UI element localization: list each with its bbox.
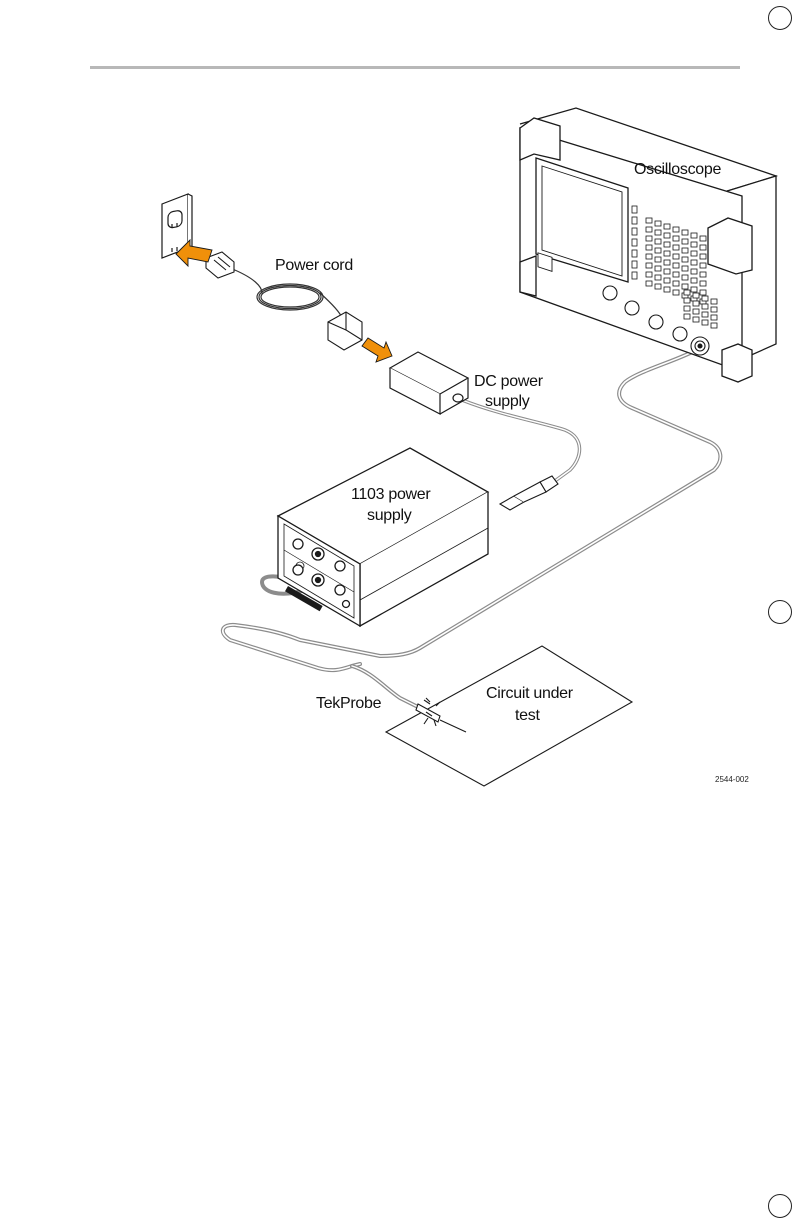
panel-button bbox=[684, 306, 690, 311]
dc-connector-plug bbox=[500, 476, 558, 510]
panel-button bbox=[632, 206, 637, 213]
panel-button bbox=[691, 233, 697, 238]
panel-button bbox=[632, 239, 637, 246]
panel-button bbox=[646, 245, 652, 250]
panel-button bbox=[682, 284, 688, 289]
panel-button bbox=[691, 251, 697, 256]
panel-button bbox=[711, 307, 717, 312]
panel-button bbox=[646, 254, 652, 259]
panel-button bbox=[655, 248, 661, 253]
panel-button bbox=[673, 263, 679, 268]
panel-button bbox=[673, 272, 679, 277]
panel-button bbox=[700, 236, 706, 241]
dc-power-supply-label-line1: DC power bbox=[474, 373, 544, 390]
oscilloscope-label: Oscilloscope bbox=[634, 161, 722, 178]
panel-button bbox=[646, 218, 652, 223]
panel-button bbox=[655, 239, 661, 244]
panel-button bbox=[664, 260, 670, 265]
dc-power-supply-label-line2: supply bbox=[485, 393, 530, 410]
arrow-to-dc-supply-icon bbox=[362, 338, 392, 362]
panel-button bbox=[711, 323, 717, 328]
power-supply-1103 bbox=[278, 448, 488, 626]
panel-button bbox=[700, 254, 706, 259]
panel-button bbox=[682, 248, 688, 253]
panel-button bbox=[693, 293, 699, 298]
panel-button bbox=[655, 230, 661, 235]
panel-button bbox=[632, 261, 637, 268]
panel-button bbox=[673, 227, 679, 232]
panel-button bbox=[673, 254, 679, 259]
panel-button bbox=[691, 260, 697, 265]
panel-button bbox=[700, 245, 706, 250]
panel-button bbox=[711, 315, 717, 320]
panel-button bbox=[702, 304, 708, 309]
panel-button bbox=[673, 281, 679, 286]
panel-button bbox=[646, 272, 652, 277]
panel-button bbox=[664, 242, 670, 247]
circuit-board bbox=[386, 646, 632, 786]
panel-button bbox=[684, 314, 690, 319]
panel-button bbox=[682, 266, 688, 271]
panel-button bbox=[646, 281, 652, 286]
panel-button bbox=[693, 317, 699, 322]
panel-button bbox=[682, 239, 688, 244]
panel-button bbox=[682, 257, 688, 262]
panel-button bbox=[691, 278, 697, 283]
power-supply-1103-label-line2: supply bbox=[367, 507, 412, 524]
panel-button bbox=[632, 250, 637, 257]
panel-button bbox=[655, 284, 661, 289]
panel-button bbox=[702, 320, 708, 325]
circuit-label-line2: test bbox=[515, 707, 540, 724]
panel-button bbox=[684, 298, 690, 303]
panel-button bbox=[655, 275, 661, 280]
iec-connector bbox=[328, 312, 362, 350]
panel-button bbox=[700, 263, 706, 268]
panel-button bbox=[664, 233, 670, 238]
panel-button bbox=[673, 236, 679, 241]
panel-button bbox=[655, 221, 661, 226]
panel-button bbox=[664, 224, 670, 229]
panel-button bbox=[691, 269, 697, 274]
panel-button bbox=[673, 290, 679, 295]
panel-button bbox=[691, 242, 697, 247]
panel-button bbox=[646, 227, 652, 232]
panel-button bbox=[632, 217, 637, 224]
panel-button bbox=[646, 236, 652, 241]
panel-button bbox=[655, 266, 661, 271]
circuit-label-line1: Circuit under bbox=[486, 685, 574, 702]
panel-button bbox=[632, 272, 637, 279]
panel-button bbox=[693, 309, 699, 314]
panel-button bbox=[700, 281, 706, 286]
panel-button bbox=[632, 228, 637, 235]
panel-button bbox=[673, 245, 679, 250]
panel-button bbox=[711, 299, 717, 304]
panel-button bbox=[664, 287, 670, 292]
panel-button bbox=[646, 263, 652, 268]
panel-button bbox=[682, 275, 688, 280]
panel-button bbox=[682, 230, 688, 235]
panel-button bbox=[702, 312, 708, 317]
power-cord-label: Power cord bbox=[275, 257, 353, 274]
panel-button bbox=[684, 290, 690, 295]
panel-button bbox=[655, 257, 661, 262]
dc-supply-cable-inner bbox=[462, 400, 580, 486]
dc-supply-cable bbox=[462, 400, 580, 486]
panel-button bbox=[702, 296, 708, 301]
dc-power-supply bbox=[390, 352, 468, 414]
panel-button bbox=[693, 301, 699, 306]
panel-button bbox=[664, 251, 670, 256]
power-supply-1103-label-line1: 1103 power bbox=[351, 486, 431, 503]
panel-button bbox=[664, 278, 670, 283]
panel-button bbox=[664, 269, 670, 274]
power-cord-coil bbox=[230, 268, 342, 318]
panel-button bbox=[700, 290, 706, 295]
panel-button bbox=[700, 272, 706, 277]
tekprobe-label: TekProbe bbox=[316, 695, 382, 712]
panel-button bbox=[691, 287, 697, 292]
figure-number: 2544-002 bbox=[715, 775, 749, 784]
